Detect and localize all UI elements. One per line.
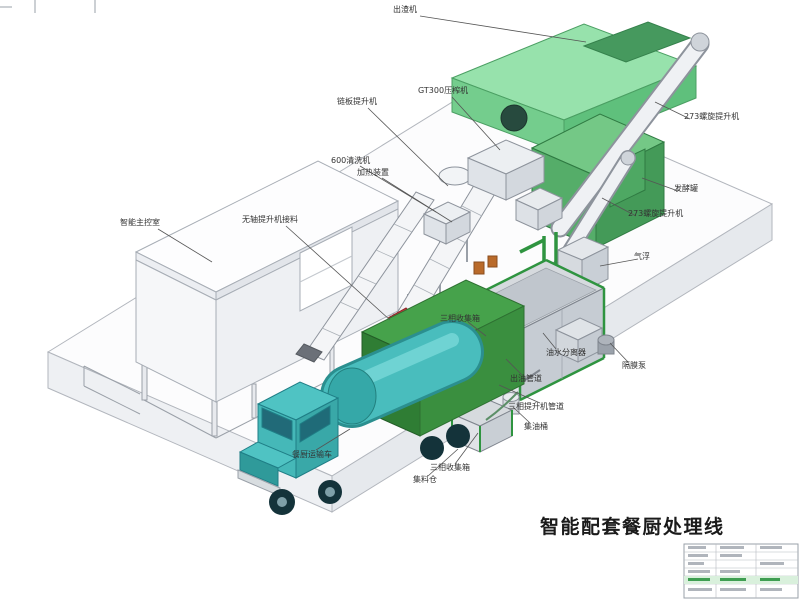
mixing-drum [320, 320, 484, 428]
wheel [500, 104, 528, 132]
label-diaphragm-pump: 隔膜泵 [622, 361, 646, 370]
label-screw-elevator-top: 273螺旋提升机 [684, 112, 740, 121]
wheel [446, 424, 470, 448]
side-window [299, 405, 331, 443]
label-main-control-room: 智能主控室 [120, 218, 160, 227]
washer-heater [422, 187, 564, 275]
label-oil-collection-barrel: 集油桶 [524, 422, 548, 431]
drive-motor [690, 32, 710, 52]
label-oil-water-separator: 油水分离器 [546, 348, 586, 357]
label-discharge-machine: 出渣机 [393, 5, 417, 14]
press-machine [438, 139, 546, 201]
truck-cab [237, 381, 340, 497]
frame-ticks [0, 0, 96, 13]
windshield [261, 407, 293, 441]
intake-opening [295, 343, 323, 363]
label-shaftless-elevator-feed: 无轴提升机接料 [242, 215, 298, 224]
hopper-opening [582, 21, 692, 63]
label-gt300-press: GT300压榨机 [418, 86, 469, 95]
title-block-green-text [688, 578, 780, 581]
title-block-text-lines [688, 546, 784, 591]
label-fermentation-tank: 发酵罐 [674, 184, 698, 193]
label-heating-device: 加热装置 [357, 168, 389, 177]
shaftless-conveyor [295, 191, 435, 363]
label-washer-600: 600清洗机 [331, 156, 371, 165]
label-kitchen-waste-truck: 餐厨运输车 [292, 450, 332, 459]
label-three-phase-elevator-pipe: 三相提升机管道 [508, 402, 564, 411]
label-three-phase-box-lower: 三相收集箱 [430, 463, 470, 472]
label-oil-outlet-pipe: 出油管道 [510, 374, 542, 383]
wheel [420, 436, 444, 460]
screw-elevator-top [550, 32, 710, 238]
label-chain-plate-elevator: 链板提升机 [337, 97, 377, 106]
title-block [683, 543, 799, 599]
label-three-phase-box-upper: 三相收集箱 [440, 314, 480, 323]
label-air-flotation: 气浮 [634, 252, 650, 261]
leader-lines [157, 15, 691, 477]
control-room-building [83, 160, 400, 439]
label-screw-elevator-mid: 273螺旋提升机 [628, 209, 684, 218]
drive-motor [620, 150, 636, 166]
collection-truck [237, 279, 526, 515]
drawing-title: 智能配套餐厨处理线 [540, 516, 725, 538]
heater-unit [487, 255, 498, 268]
heater-unit [473, 261, 485, 275]
label-material-collection-bin: 集料仓 [413, 475, 437, 484]
